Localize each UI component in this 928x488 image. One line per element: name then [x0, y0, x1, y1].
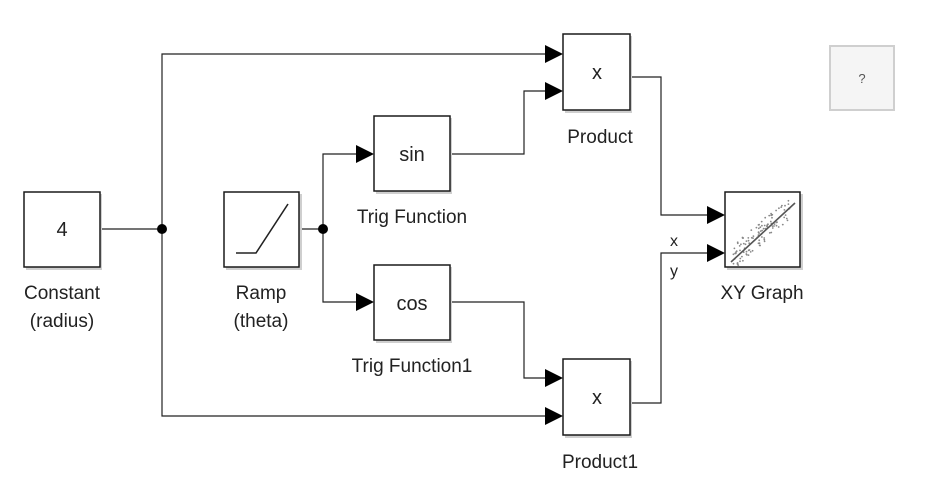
product1-block[interactable]: x Product1: [562, 358, 638, 473]
trig-function1-label: Trig Function1: [352, 356, 473, 377]
xy-graph-label: XY Graph: [720, 283, 803, 304]
product-block[interactable]: x Product: [562, 33, 633, 148]
product1-label: Product1: [562, 452, 638, 473]
constant-label: Constant: [24, 283, 101, 304]
sin-function-text: sin: [399, 144, 425, 166]
cos-function-text: cos: [396, 293, 427, 315]
wire-cos-to-product1[interactable]: [450, 301, 552, 379]
ramp-sublabel: (theta): [234, 311, 289, 332]
product-operator: x: [592, 62, 602, 84]
wire-product-to-xy-x[interactable]: [630, 76, 714, 216]
trig-function-cos-block[interactable]: cos Trig Function1: [352, 264, 473, 377]
trig-function-sin-block[interactable]: sin Trig Function: [357, 115, 467, 228]
ramp-block[interactable]: Ramp (theta): [223, 191, 302, 332]
xy-port-y-label: y: [670, 263, 678, 280]
wire-radius-to-product1[interactable]: [161, 229, 552, 417]
ramp-icon: [236, 203, 289, 254]
xy-graph-block[interactable]: x y XY Graph: [670, 191, 804, 304]
branch-point-theta: [318, 224, 328, 234]
wire-theta-to-cos[interactable]: [322, 229, 363, 303]
constant-block[interactable]: 4 Constant (radius): [23, 191, 102, 332]
arrow-cos-in: [356, 293, 374, 311]
branch-point-radius: [157, 224, 167, 234]
arrow-product-in2: [545, 82, 563, 100]
wire-sin-to-product[interactable]: [450, 90, 552, 155]
wire-theta-to-sin[interactable]: [322, 153, 363, 229]
help-button[interactable]: ?: [829, 45, 895, 111]
wire-radius-to-product[interactable]: [161, 53, 552, 229]
trig-function-label: Trig Function: [357, 207, 467, 228]
constant-sublabel: (radius): [30, 311, 94, 332]
arrow-product1-in1: [545, 369, 563, 387]
ramp-label: Ramp: [236, 283, 287, 304]
arrow-sin-in: [356, 145, 374, 163]
xy-port-x-label: x: [670, 233, 678, 250]
wire-product1-to-xy-y[interactable]: [630, 252, 714, 404]
product-label: Product: [567, 127, 633, 148]
product1-operator: x: [592, 387, 602, 409]
scatter-plot-icon: [730, 199, 796, 266]
arrow-product1-in2: [545, 407, 563, 425]
question-mark-icon: ?: [858, 70, 866, 86]
signal-lines: [100, 53, 714, 417]
arrow-xy-in-y: [707, 244, 725, 262]
arrow-product-in1: [545, 45, 563, 63]
arrowheads: [356, 45, 725, 425]
constant-value: 4: [56, 219, 67, 241]
arrow-xy-in-x: [707, 206, 725, 224]
